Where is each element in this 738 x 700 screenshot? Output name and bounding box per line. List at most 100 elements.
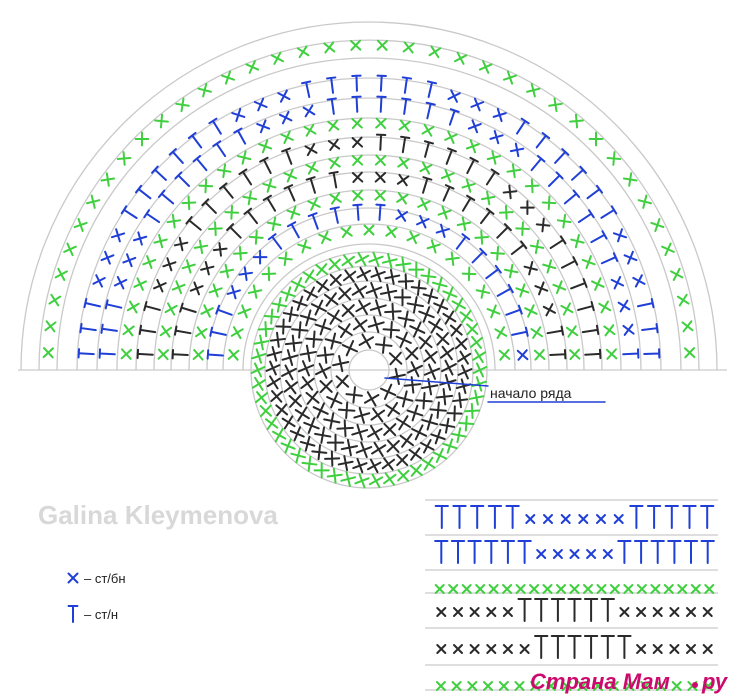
dc-stitch bbox=[401, 76, 413, 94]
sc-stitch bbox=[690, 584, 701, 594]
sc-stitch bbox=[418, 335, 433, 350]
sc-stitch bbox=[459, 309, 474, 324]
sc-stitch bbox=[315, 362, 331, 379]
sc-stitch bbox=[381, 457, 396, 471]
sc-stitch bbox=[245, 60, 260, 74]
sc-stitch bbox=[278, 110, 293, 125]
sc-stitch bbox=[299, 309, 317, 327]
dc-stitch bbox=[143, 209, 161, 224]
sc-stitch bbox=[354, 252, 370, 267]
dc-stitch bbox=[423, 140, 434, 158]
dc-stitch bbox=[100, 323, 118, 334]
sc-stitch bbox=[483, 681, 493, 691]
sc-icon bbox=[67, 572, 79, 584]
dc-stitch bbox=[617, 540, 632, 564]
dc-stitch bbox=[281, 147, 293, 165]
sc-stitch bbox=[442, 438, 458, 454]
sc-stitch bbox=[328, 258, 341, 271]
fan-guide bbox=[96, 97, 642, 371]
dc-stitch bbox=[286, 221, 300, 239]
sc-stitch bbox=[319, 379, 333, 394]
sc-stitch bbox=[402, 41, 415, 54]
sc-stitch bbox=[388, 351, 403, 366]
brand-logo: Страна Мам ру bbox=[530, 669, 729, 694]
sc-stitch bbox=[252, 249, 268, 265]
sc-stitch bbox=[498, 205, 514, 220]
sc-stitch bbox=[536, 549, 547, 559]
sc-stitch bbox=[351, 283, 367, 299]
sc-stitch bbox=[336, 419, 354, 438]
sc-stitch bbox=[374, 154, 387, 167]
dc-stitch bbox=[547, 171, 564, 188]
dc-stitch bbox=[571, 165, 587, 181]
sc-stitch bbox=[132, 231, 148, 246]
sc-stitch bbox=[277, 89, 291, 103]
sc-stitch bbox=[439, 345, 455, 361]
sc-stitch bbox=[270, 51, 285, 65]
sc-stitch bbox=[632, 274, 646, 288]
sc-stitch bbox=[478, 60, 493, 74]
sc-stitch bbox=[261, 266, 277, 282]
dc-stitch bbox=[549, 235, 567, 250]
sc-stitch bbox=[636, 644, 647, 654]
sc-stitch bbox=[353, 406, 371, 424]
sc-stitch bbox=[670, 267, 684, 282]
sc-stitch bbox=[396, 192, 409, 205]
sc-stitch bbox=[134, 131, 150, 147]
dc-stitch bbox=[667, 540, 682, 564]
sc-stitch bbox=[656, 681, 666, 691]
sc-stitch bbox=[375, 117, 387, 130]
dc-stitch bbox=[505, 304, 523, 316]
dc-stitch bbox=[600, 635, 615, 659]
sc-stitch bbox=[542, 259, 557, 274]
sc-stitch bbox=[340, 438, 359, 457]
sc-stitch bbox=[281, 364, 297, 381]
sc-stitch bbox=[486, 607, 497, 617]
sc-stitch bbox=[314, 318, 332, 336]
sc-stitch bbox=[251, 376, 266, 391]
brand-name: Страна Мам bbox=[530, 669, 670, 694]
sc-stitch bbox=[275, 403, 289, 417]
sc-stitch bbox=[570, 233, 585, 249]
dc-stitch bbox=[534, 635, 549, 659]
sc-stitch bbox=[449, 323, 463, 337]
dc-stitch bbox=[434, 505, 449, 529]
sc-stitch bbox=[305, 330, 323, 348]
legend-item: – ст/бн bbox=[67, 571, 126, 586]
dc-stitch bbox=[143, 301, 161, 312]
sc-stitch bbox=[266, 216, 282, 232]
sc-stitch bbox=[593, 681, 604, 691]
sc-stitch bbox=[328, 156, 341, 170]
sc-stitch bbox=[451, 297, 466, 312]
sc-stitch bbox=[219, 263, 235, 279]
sc-stitch bbox=[367, 316, 385, 334]
sc-stitch bbox=[492, 107, 507, 123]
sc-stitch bbox=[608, 681, 619, 691]
dc-stitch bbox=[173, 325, 192, 336]
sc-stitch bbox=[503, 263, 519, 279]
sc-stitch bbox=[42, 347, 54, 359]
sc-stitch bbox=[448, 584, 459, 594]
dc-stitch bbox=[219, 182, 234, 199]
dc-stitch bbox=[215, 304, 233, 316]
sc-stitch bbox=[418, 306, 435, 323]
dc-stitch bbox=[600, 252, 619, 265]
sc-stitch bbox=[515, 221, 530, 237]
sc-stitch bbox=[381, 253, 398, 269]
sc-stitch bbox=[100, 172, 116, 187]
sc-stitch bbox=[338, 287, 352, 301]
sc-stitch bbox=[302, 104, 316, 118]
sc-stitch bbox=[622, 172, 638, 187]
sc-stitch bbox=[568, 348, 581, 361]
sc-stitch bbox=[370, 266, 386, 283]
dc-stitch bbox=[549, 349, 567, 360]
sc-stitch bbox=[596, 514, 606, 524]
dc-stitch bbox=[560, 256, 579, 269]
sc-stitch bbox=[475, 284, 491, 299]
dc-stitch bbox=[496, 283, 514, 297]
sc-stitch bbox=[100, 250, 115, 265]
sc-stitch bbox=[395, 209, 409, 222]
sc-stitch bbox=[703, 681, 714, 691]
sc-stitch bbox=[192, 348, 205, 361]
